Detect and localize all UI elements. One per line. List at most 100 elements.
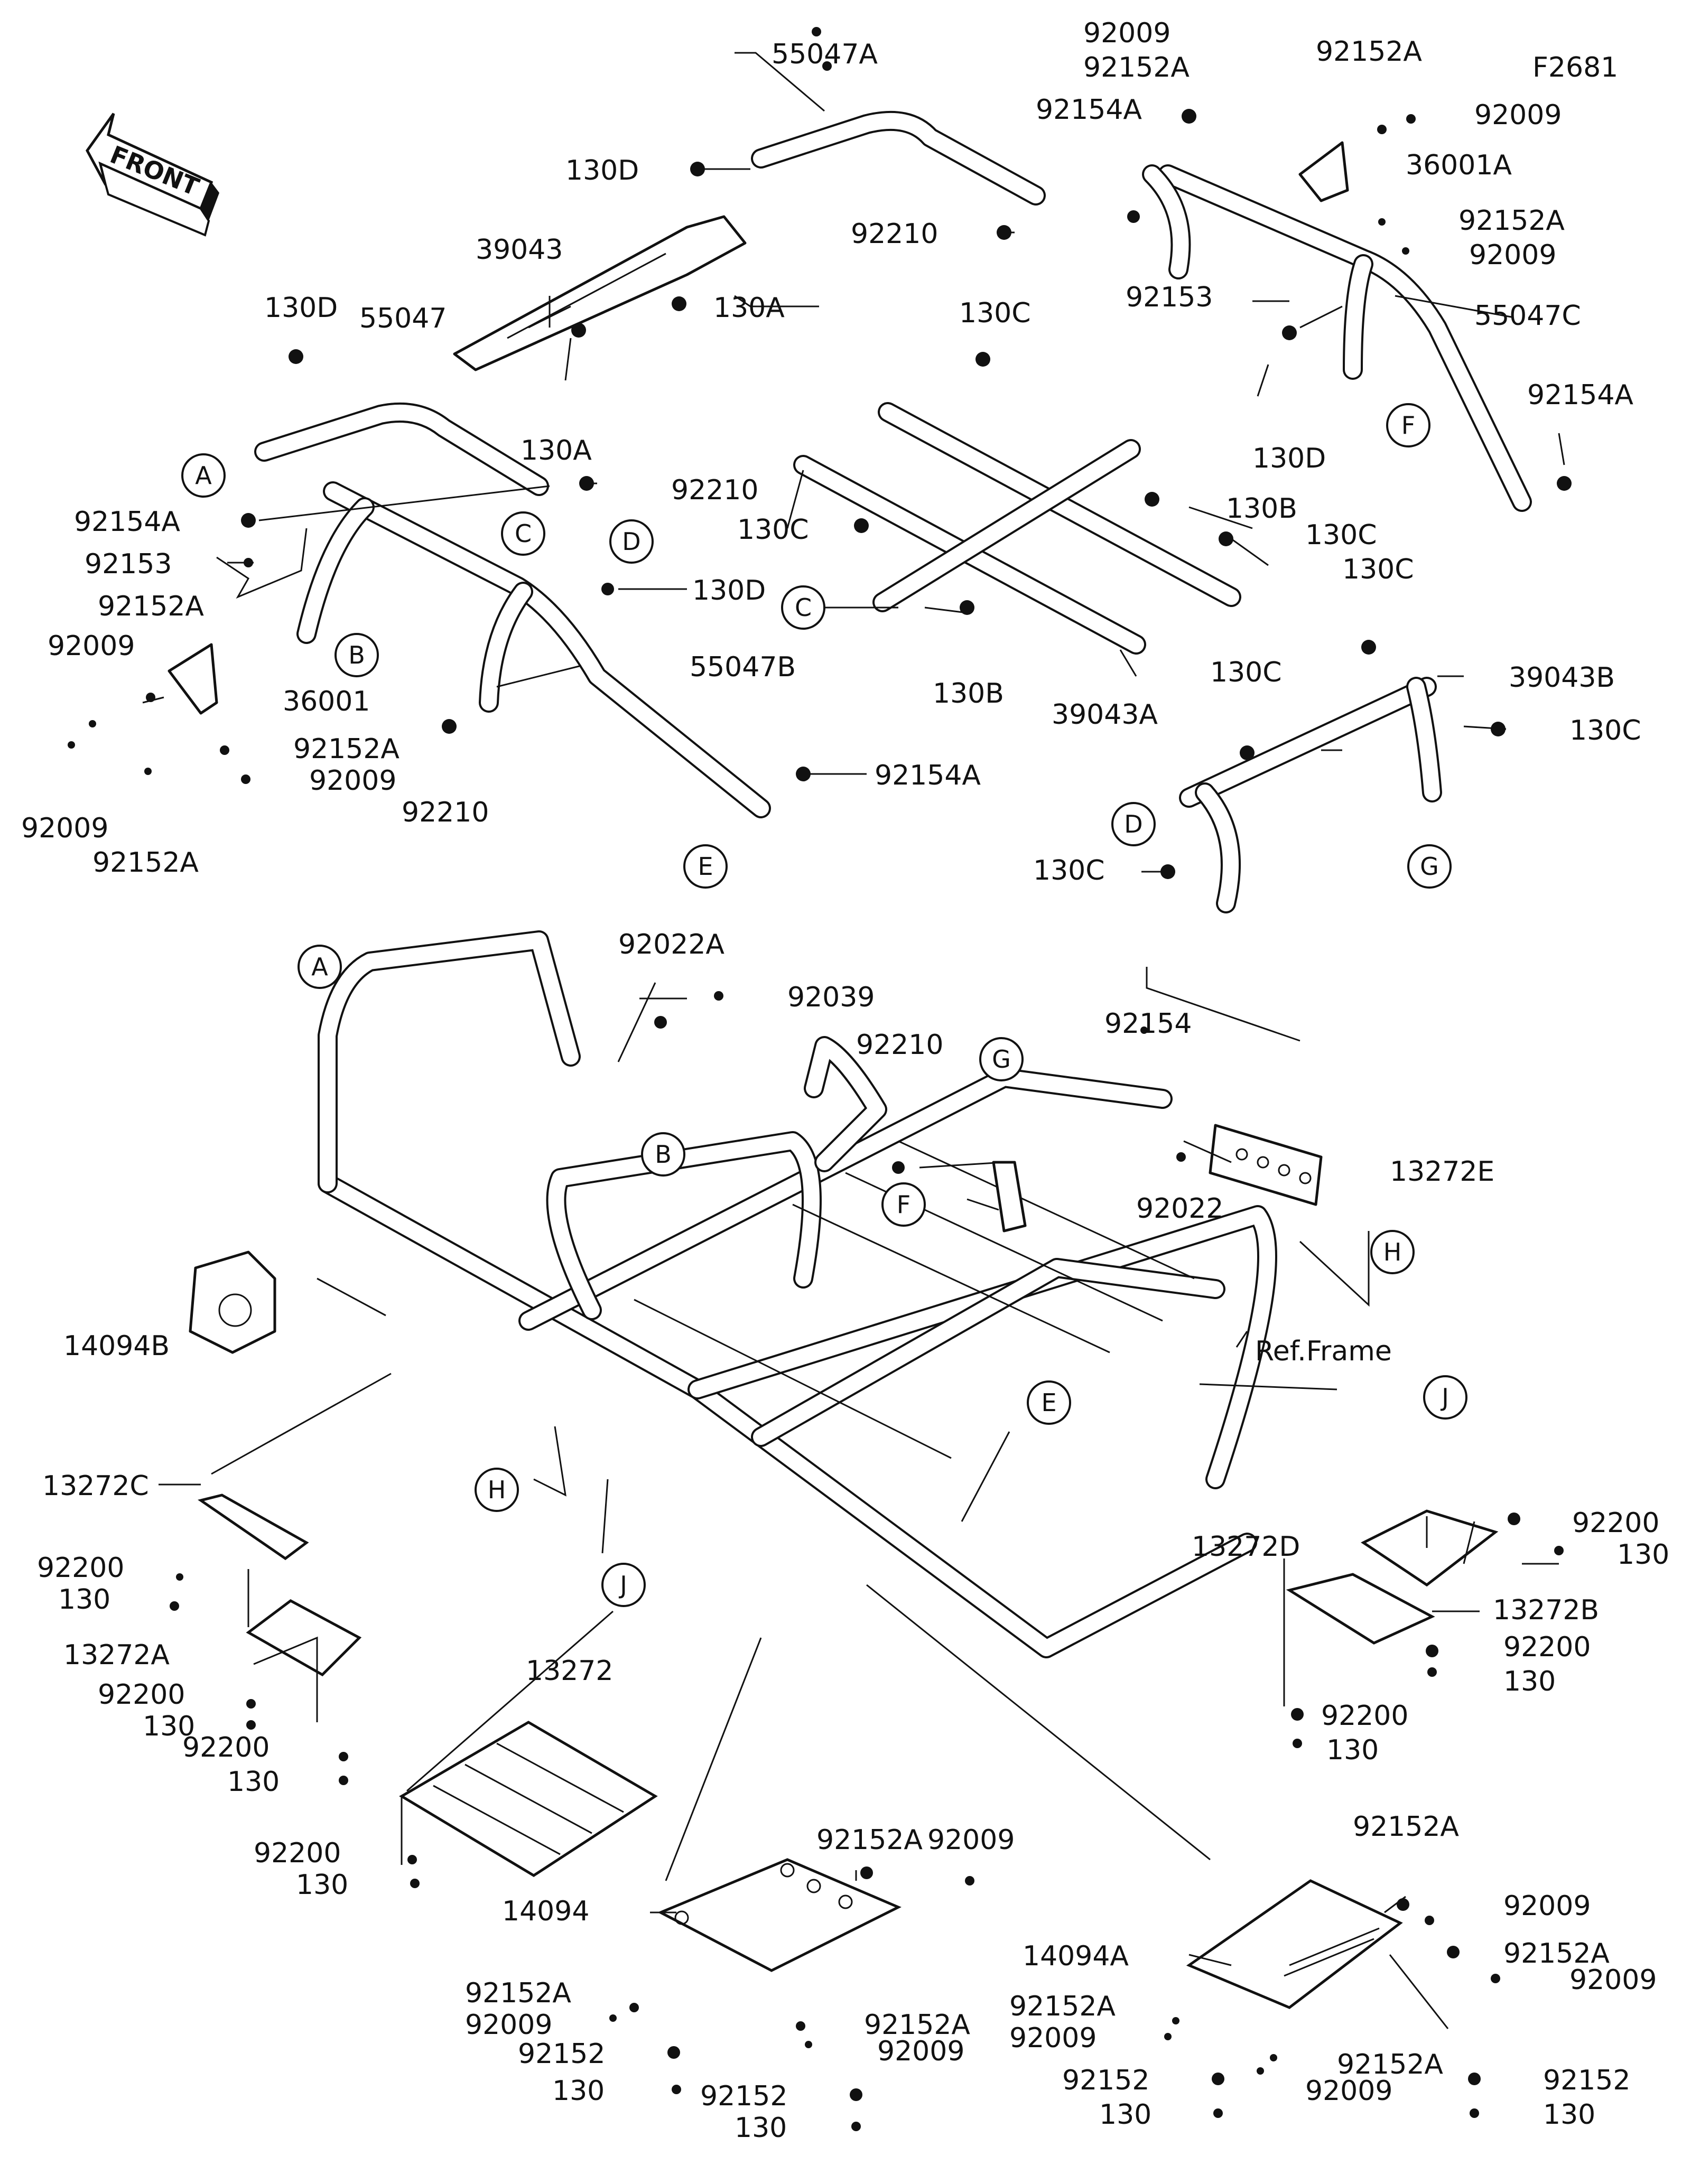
label: 130 (143, 1711, 195, 1742)
label: 130C (1210, 657, 1282, 688)
label: 130A (713, 292, 785, 324)
label: 92152A (864, 2009, 970, 2041)
bracket-36001A (1298, 141, 1349, 202)
plate-14094 (657, 1858, 902, 1972)
label: 92009 (21, 813, 108, 844)
label: 92152A (1458, 205, 1565, 237)
label: 92210 (402, 797, 489, 828)
label: 92200 (254, 1837, 341, 1869)
label: 55047C (1474, 300, 1581, 332)
roof-rail-front-right (751, 110, 1046, 206)
ref-circle-g-top: G (1407, 844, 1452, 889)
label: 92152A (1009, 1991, 1116, 2022)
label: 14094B (63, 1330, 170, 1362)
ref-circle-j-plate: J (1423, 1375, 1467, 1420)
label: 130 (1099, 2099, 1151, 2131)
svg-text:B: B (348, 641, 365, 669)
label: 92210 (851, 218, 938, 250)
ref-circle-a-frame: A (298, 945, 342, 989)
label: 92152A (92, 847, 199, 879)
label: 92152A (465, 1977, 571, 2009)
label: 92152A (98, 591, 204, 622)
label: 36001 (283, 686, 370, 717)
ref-circle-f-frame: F (881, 1182, 926, 1227)
label: 14094A (1023, 1940, 1129, 1972)
label: 130D (1252, 443, 1326, 474)
label: 39043A (1052, 699, 1158, 731)
label: 130 (1617, 1539, 1669, 1571)
label: 92200 (37, 1552, 124, 1584)
label: 130 (1503, 1666, 1556, 1697)
label: 13272A (63, 1639, 170, 1671)
svg-text:A: A (195, 461, 212, 490)
guard-14094B (189, 1250, 276, 1354)
label: 92200 (98, 1679, 185, 1711)
ref-circle-e-frame: E (1027, 1380, 1071, 1425)
labels-middle: 92022A 92039 92210 92154 92022 13272E 14… (63, 929, 1494, 1367)
svg-text:B: B (655, 1140, 672, 1169)
label: 92200 (1572, 1507, 1659, 1539)
label: 92152A (1083, 52, 1190, 83)
svg-text:A: A (311, 953, 328, 981)
plate-13272D (1361, 1509, 1499, 1587)
label: 92154A (1527, 379, 1633, 411)
label: 92210 (671, 474, 758, 506)
label: 92152A (1353, 1811, 1459, 1843)
main-frame (318, 930, 1277, 1658)
label: 13272C (42, 1470, 149, 1502)
cage-crossbar-39043B (1179, 677, 1442, 913)
label: 130 (552, 2075, 605, 2107)
label: 13272D (1192, 1531, 1300, 1563)
cage-crossbar-39043A (793, 402, 1241, 655)
ref-frame-label: Ref.Frame (1255, 1336, 1392, 1367)
label: 130B (933, 678, 1004, 710)
svg-text:D: D (622, 527, 640, 556)
svg-text:H: H (488, 1476, 506, 1504)
label: 92154A (1036, 94, 1142, 126)
label: 130 (227, 1766, 280, 1798)
label: 92210 (856, 1029, 943, 1061)
svg-text:C: C (795, 593, 812, 622)
label: 92153 (85, 548, 172, 580)
label: 92153 (1126, 282, 1213, 313)
label: 130D (692, 575, 766, 606)
label: 92152A (816, 1824, 923, 1856)
label: 130 (735, 2112, 787, 2144)
label: 92200 (182, 1732, 270, 1763)
label: 130C (1569, 715, 1641, 746)
label: 130 (58, 1584, 110, 1616)
label: 39043 (476, 234, 563, 266)
ref-circle-e-top: E (683, 844, 728, 889)
svg-text:C: C (515, 519, 532, 548)
label: 55047 (359, 303, 447, 334)
ref-circle-c-top: C (501, 511, 545, 556)
label: 130 (1543, 2099, 1595, 2131)
label: 92152A (1503, 1938, 1610, 1970)
label: 130C (1342, 554, 1414, 585)
svg-text:F: F (897, 1190, 910, 1219)
roof-rail-front-left (254, 402, 549, 496)
label: 130A (521, 435, 592, 466)
label: 14094 (502, 1896, 589, 1927)
label: 92009 (1305, 2075, 1392, 2107)
label: 92009 (48, 630, 135, 662)
label: 92152 (1543, 2065, 1630, 2096)
label: 13272B (1493, 1594, 1599, 1626)
ref-circle-h-frame: H (475, 1468, 519, 1512)
bracket-36001 (168, 643, 218, 715)
label: 92152 (700, 2080, 787, 2112)
label: 36001A (1406, 150, 1512, 181)
label: 92039 (787, 982, 875, 1013)
ref-circle-g-frame: G (979, 1037, 1024, 1081)
label: 55047A (772, 39, 878, 70)
label: 130C (959, 297, 1031, 329)
svg-text:D: D (1124, 810, 1142, 838)
label: 92009 (465, 2009, 552, 2041)
ref-circle-j-frame: J (601, 1563, 646, 1607)
label: 92154A (875, 760, 981, 791)
figure-id: F2681 (1532, 52, 1618, 83)
svg-text:J: J (1440, 1383, 1449, 1412)
ref-circle-d-top: D (609, 519, 654, 564)
svg-text:G: G (1420, 852, 1439, 881)
